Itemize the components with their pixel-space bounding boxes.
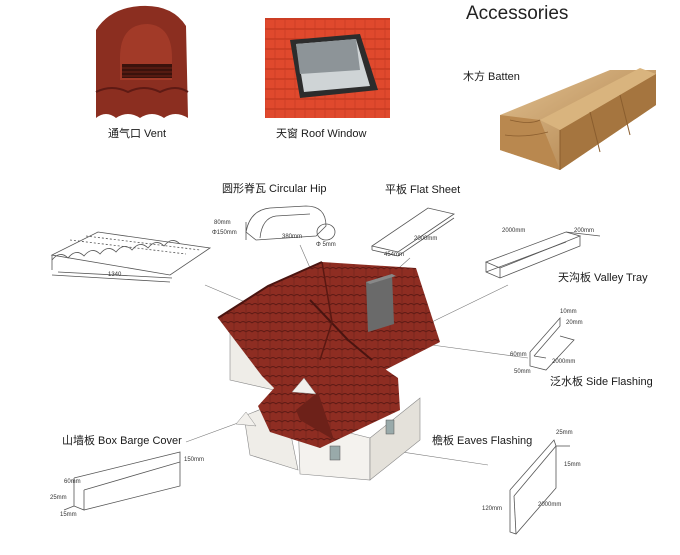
dim-side-10: 10mm [560,309,577,315]
dim-valley-len: 2000mm [502,228,525,234]
dim-barge-25: 25mm [50,495,67,501]
tile-sheet-drawing [50,231,212,283]
label-valley-tray: 天沟板 Valley Tray [558,272,648,284]
flat-sheet-drawing [371,207,455,257]
batten-image [500,68,656,170]
dim-flat-len: 2000mm [414,236,437,242]
label-roof-window: 天窗 Roof Window [276,128,367,140]
valley-tray-drawing [484,231,601,279]
dim-eaves-len: 2000mm [538,502,561,508]
dim-tile-width: 1340 [108,272,122,278]
box-barge-drawing [63,451,181,511]
dim-hip-len: 380mm [282,234,302,240]
label-side-flashing: 泛水板 Side Flashing [550,376,653,388]
dim-barge-150: 150mm [184,457,204,463]
dim-valley-w: 200mm [574,228,594,234]
dim-eaves-120: 120mm [482,506,502,512]
dim-eaves-15: 15mm [564,462,581,468]
dim-side-len: 2000mm [552,359,575,365]
label-eaves-flashing: 檐板 Eaves Flashing [432,435,533,447]
dim-hip-h: 80mm [214,220,231,226]
roof-window-image [265,18,390,118]
dim-side-60: 60mm [510,352,527,358]
circular-hip-drawing [245,205,336,241]
dim-side-50: 50mm [514,369,531,375]
label-flat-sheet: 平板 Flat Sheet [385,184,461,196]
dim-barge-60: 60mm [64,479,81,485]
label-circular-hip: 圆形脊瓦 Circular Hip [222,183,327,195]
house-illustration [217,261,440,481]
vent-image [95,5,189,118]
dim-eaves-25: 25mm [556,430,573,436]
label-vent: 通气口 Vent [108,128,167,140]
dim-barge-15: 15mm [60,512,77,518]
side-flashing-drawing [529,316,575,371]
eaves-flashing-drawing [509,439,570,535]
label-box-barge: 山墙板 Box Barge Cover [62,435,182,447]
dim-hip-small: Φ 5mm [316,242,336,248]
dim-side-20: 20mm [566,320,583,326]
dim-flat-w: 454mm [384,252,404,258]
label-batten: 木方 Batten [463,71,520,83]
page-title: Accessories [466,3,569,24]
dim-hip-d: Φ150mm [212,230,237,236]
